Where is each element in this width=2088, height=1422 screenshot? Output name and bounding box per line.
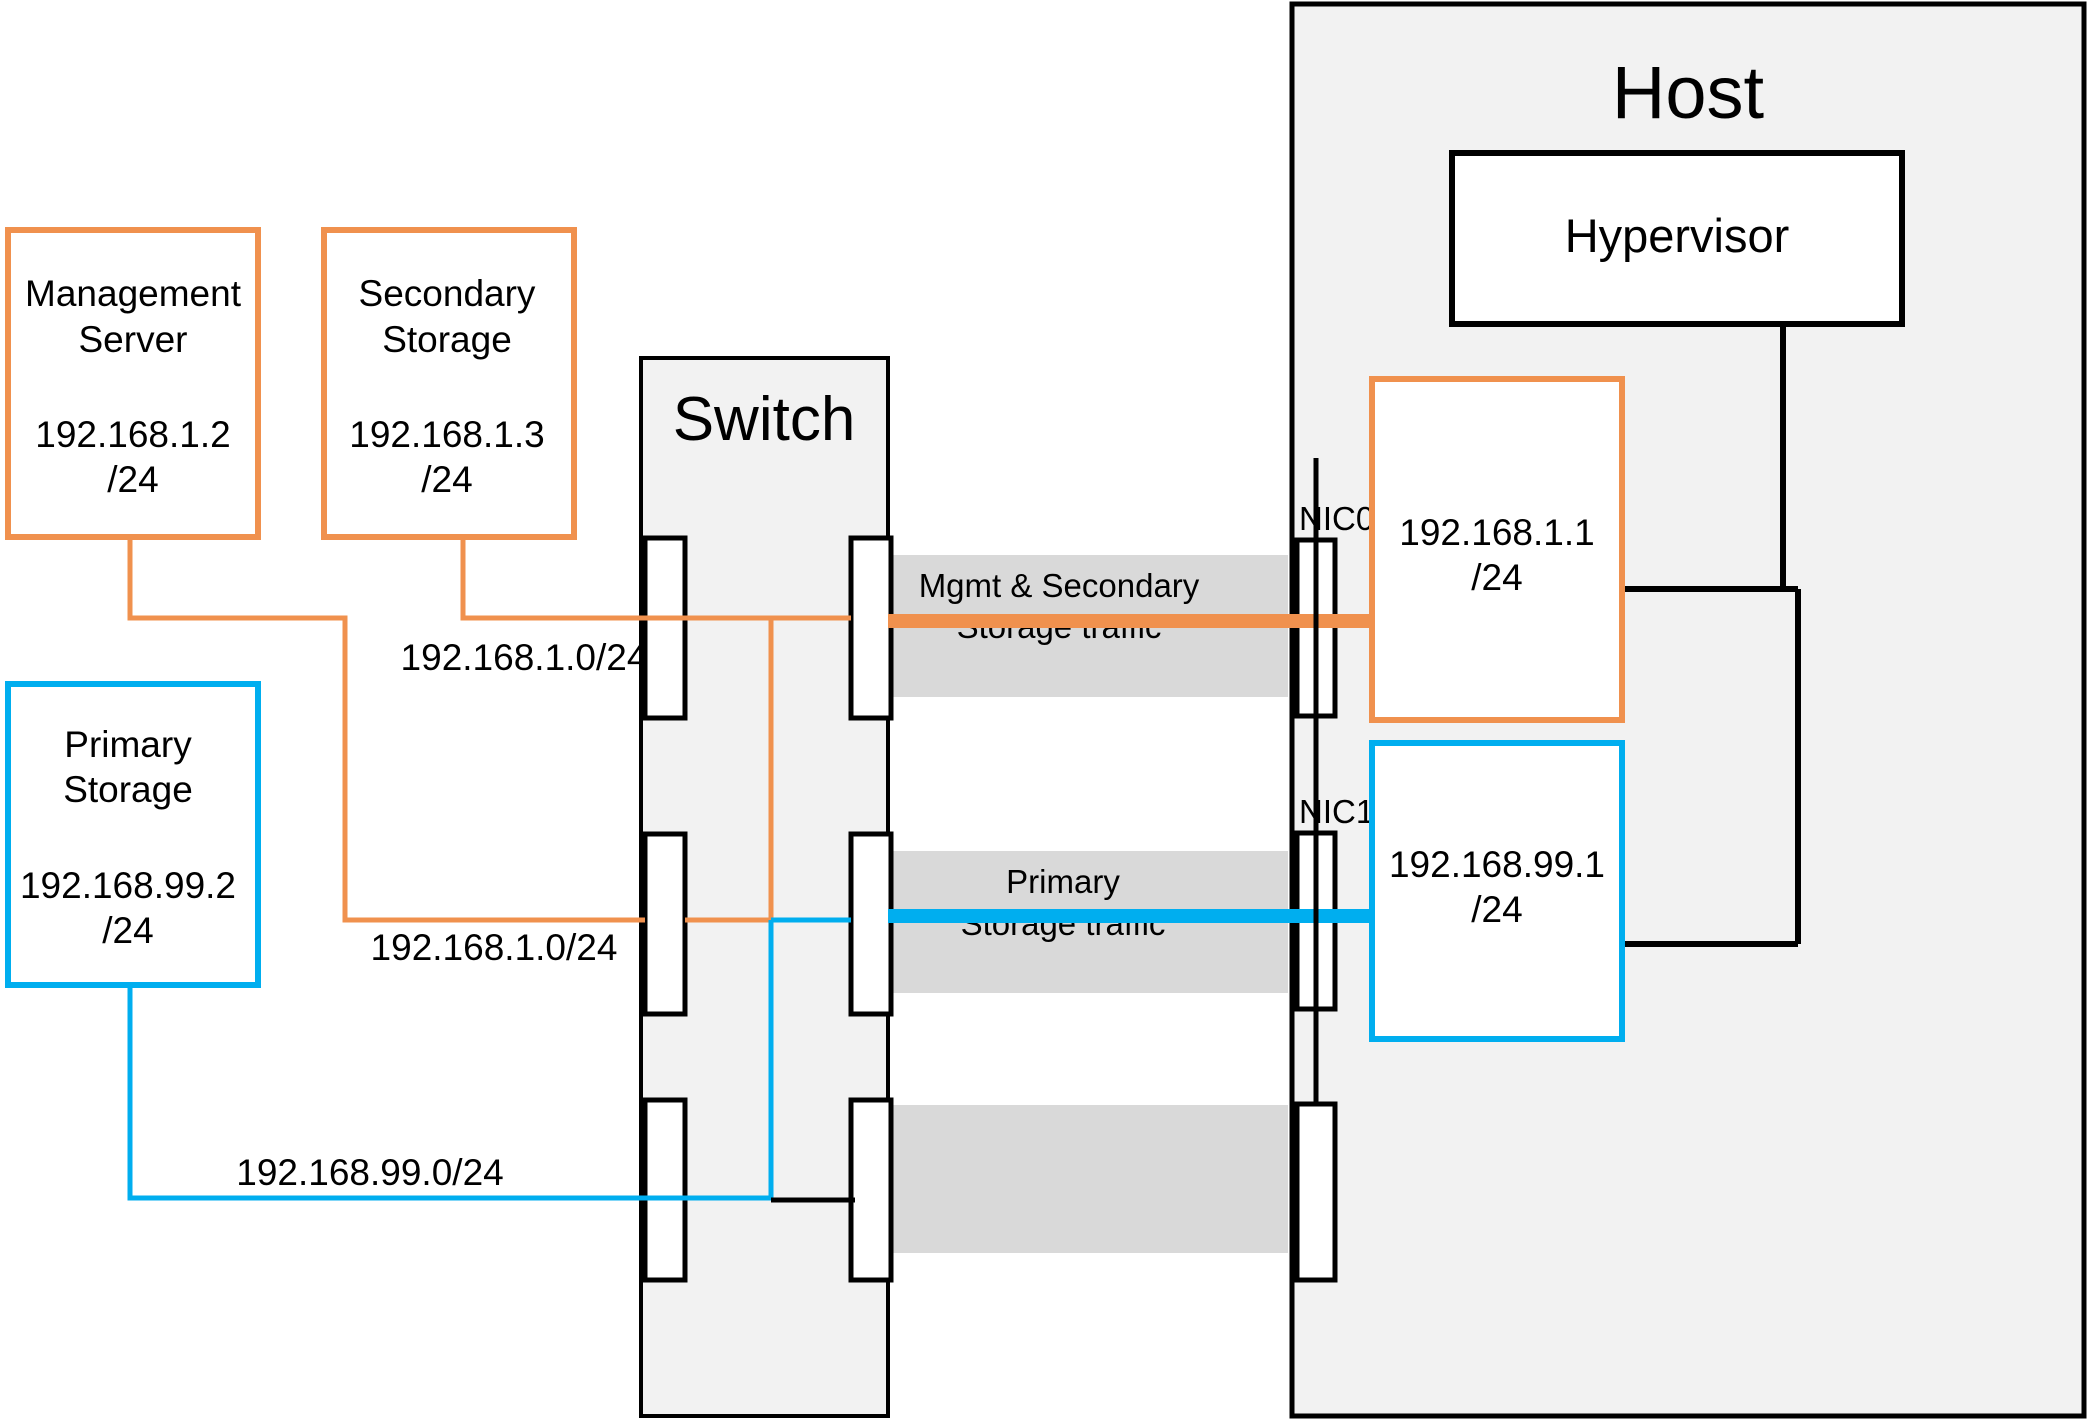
link-primary-storage-to-switch [127, 985, 771, 1201]
host-nic1-ip-line1: 192.168.99.1 [1389, 844, 1605, 885]
node-hypervisor[interactable]: Hypervisor [1449, 150, 1905, 327]
switch-title: Switch [673, 385, 856, 454]
nic1-label: NIC1 [1299, 793, 1374, 830]
host-title: Host [1612, 51, 1765, 134]
node-host-nic1-interface[interactable]: 192.168.99.1 /24 [1369, 740, 1625, 1042]
switch-port-left-2 [642, 1097, 688, 1283]
traffic-band-mgmt-line1: Mgmt & Secondary [919, 567, 1200, 604]
traffic-band-primary-line1: Primary [1006, 863, 1120, 900]
switch-port-left-1 [642, 831, 688, 1017]
management-server-ip-line1: 192.168.1.2 [35, 414, 230, 455]
switch-port-right-1 [848, 831, 894, 1017]
node-secondary-storage[interactable]: Secondary Storage 192.168.1.3 /24 [321, 227, 577, 540]
secondary-storage-ip-line1: 192.168.1.3 [349, 414, 544, 455]
primary-storage-ip-line1: 192.168.99.2 [20, 865, 236, 906]
link-mgmt-server-to-switch [127, 537, 645, 923]
host-nic1-ip-line2: /24 [1471, 889, 1522, 930]
subnet-label-mgmt-top: 192.168.1.0/24 [401, 637, 648, 678]
subnet-label-mgmt-bottom: 192.168.1.0/24 [371, 927, 618, 968]
management-server-name-line1: Management [25, 273, 242, 314]
secondary-storage-name-line1: Secondary [359, 273, 536, 314]
host-nic0-ip-line2: /24 [1471, 557, 1522, 598]
subnet-label-primary: 192.168.99.0/24 [236, 1152, 503, 1193]
nic0-label: NIC0 [1299, 500, 1374, 537]
switch-port-right-2 [848, 1097, 894, 1283]
primary-storage-ip-line2: /24 [102, 910, 153, 951]
node-primary-storage[interactable]: Primary Storage 192.168.99.2 /24 [5, 681, 261, 988]
host-nic2 [1294, 1101, 1338, 1283]
node-management-server[interactable]: Management Server 192.168.1.2 /24 [5, 227, 261, 540]
management-server-ip-line2: /24 [107, 459, 158, 500]
node-host-nic0-interface[interactable]: 192.168.1.1 /24 [1369, 376, 1625, 723]
secondary-storage-ip-line2: /24 [421, 459, 472, 500]
secondary-storage-name-line2: Storage [382, 319, 512, 360]
host-nic0-ip-line1: 192.168.1.1 [1399, 512, 1594, 553]
primary-storage-name-line2: Storage [63, 769, 193, 810]
traffic-band-unlabeled [890, 1105, 1288, 1253]
switch-port-right-0 [848, 535, 894, 721]
hypervisor-label: Hypervisor [1565, 209, 1790, 262]
primary-storage-name-line1: Primary [64, 724, 192, 765]
management-server-name-line2: Server [79, 319, 188, 360]
switch-port-left-0 [642, 535, 688, 721]
